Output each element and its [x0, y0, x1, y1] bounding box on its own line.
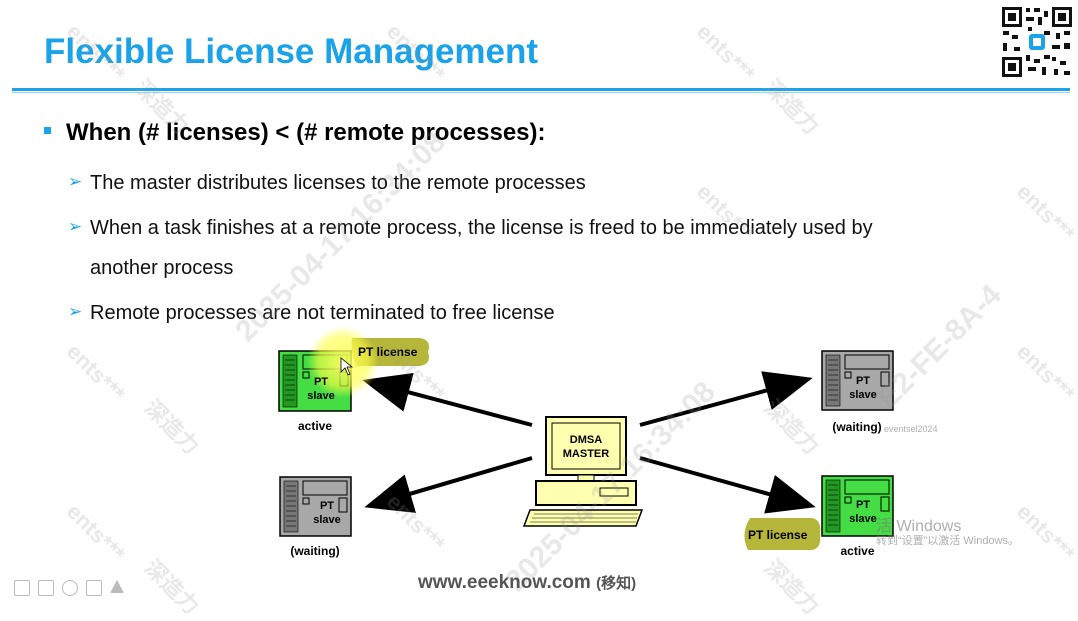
arrow-to-bottom-right: [639, 456, 816, 514]
node1-line1: PT: [313, 376, 329, 388]
pen-icon[interactable]: [62, 580, 78, 596]
sub-bullet-2: When a task finishes at a remote process…: [90, 217, 873, 239]
title-divider-light: [12, 92, 1070, 93]
license-tag-bottom: [744, 518, 821, 550]
license-diagram: [278, 326, 894, 550]
node2-line2: slave: [313, 514, 341, 526]
sub-bullet-1: The master distributes licenses to the r…: [90, 172, 586, 194]
node3-line2: slave: [849, 389, 877, 401]
mouse-cursor-icon: [340, 357, 354, 376]
watermark-small: eventsel2024: [884, 424, 938, 434]
sub-bullet-2-continued: another process: [90, 257, 234, 279]
arrow-to-top-right: [639, 371, 813, 427]
pt-slave-board-active: [821, 475, 894, 537]
footer-site-suffix: (移知): [596, 575, 637, 592]
arrow-bullet-icon: ➢: [68, 217, 83, 236]
node1-line2: slave: [307, 390, 335, 402]
node1-label: PT slave: [303, 375, 339, 403]
arrow-to-bottom-left: [364, 456, 533, 513]
node3-status: (waiting): [832, 420, 882, 434]
sub-bullet-3: Remote processes are not terminated to f…: [90, 302, 555, 324]
node3-line1: PT: [855, 375, 871, 387]
footer-site: www.eeeknow.com (移知): [418, 572, 636, 594]
master-label: DMSA MASTER: [552, 433, 620, 461]
node2-status: (waiting): [290, 544, 340, 558]
presentation-toolbar: [14, 580, 124, 596]
master-computer: [522, 416, 644, 527]
slide-thumbnail-icon[interactable]: [14, 580, 30, 596]
main-bullet-text: When (# licenses) < (# remote processes)…: [66, 119, 546, 146]
pt-slave-board-waiting: [279, 476, 352, 537]
arrow-bullet-icon: ➢: [68, 302, 83, 321]
master-label-line2: MASTER: [562, 448, 610, 460]
slide-title: Flexible License Management: [44, 32, 539, 71]
node4-line2: slave: [849, 513, 877, 525]
notes-icon[interactable]: [38, 580, 54, 596]
eraser-icon[interactable]: [86, 580, 102, 596]
node4-status: active: [840, 544, 875, 558]
arrow-to-top-left: [362, 372, 533, 427]
license-tag-bottom-label: PT license: [748, 528, 808, 542]
windows-activation-subtitle: 转到“设置”以激活 Windows。: [876, 535, 1020, 547]
square-bullet-icon: [44, 127, 51, 134]
node3-label: PT slave: [845, 374, 881, 402]
license-tag-top-label: PT license: [358, 345, 418, 359]
node4-line1: PT: [855, 499, 871, 511]
arrow-bullet-icon: ➢: [68, 172, 83, 191]
title-divider: [12, 88, 1070, 91]
pt-slave-board-waiting: [821, 350, 894, 411]
node1-status: active: [297, 419, 333, 433]
windows-activation-title: 活 Windows: [876, 518, 962, 535]
node2-label: PT slave: [309, 499, 345, 527]
pointer-icon[interactable]: [110, 580, 124, 593]
footer-site-url: www.eeeknow.com: [418, 572, 591, 593]
master-label-line1: DMSA: [569, 434, 603, 446]
qr-code-icon: [1000, 5, 1074, 79]
node4-label: PT slave: [845, 498, 881, 526]
node2-line1: PT: [319, 500, 335, 512]
